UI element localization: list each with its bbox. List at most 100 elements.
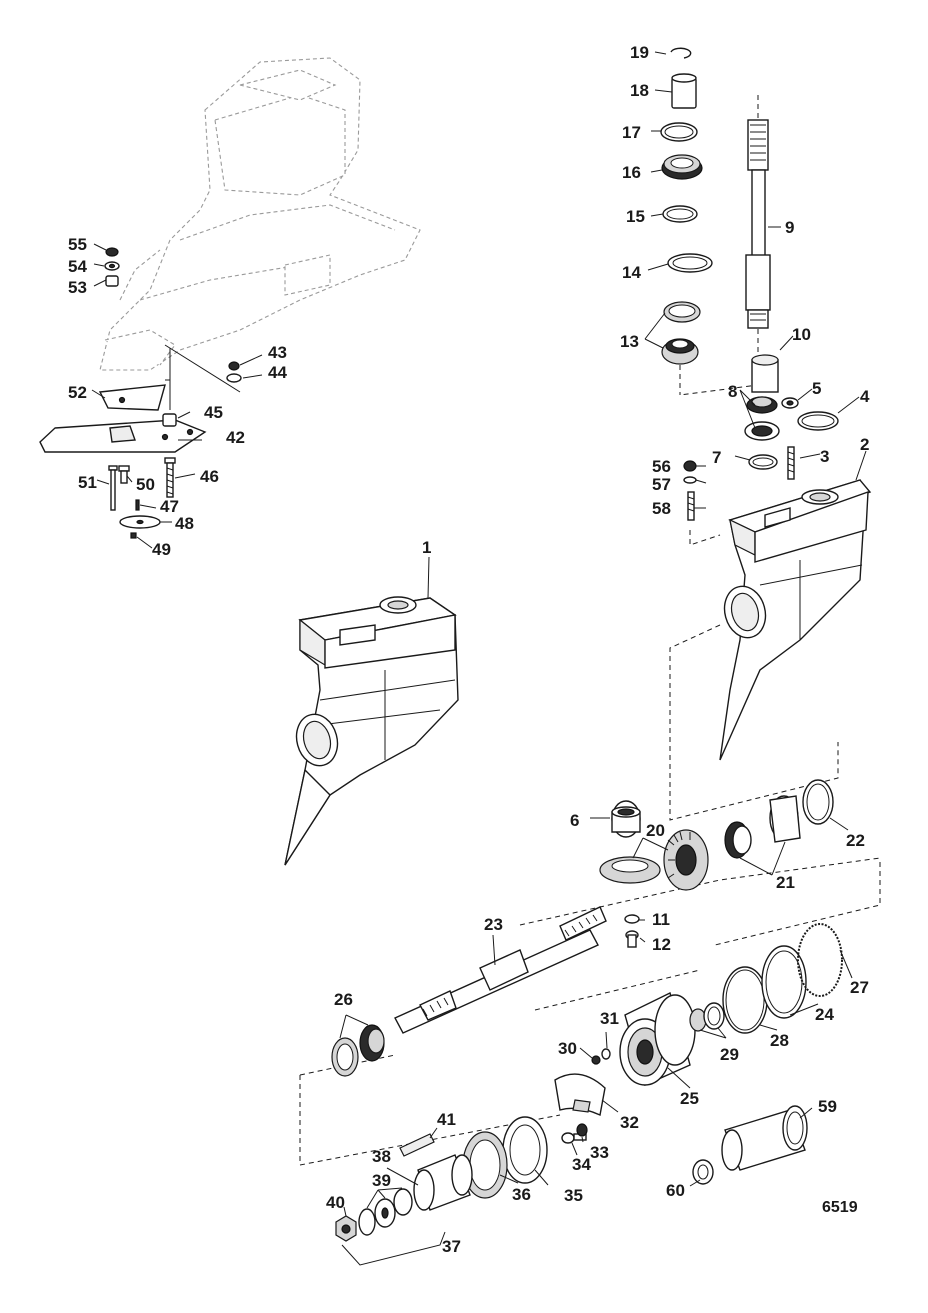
- retaining-ring-19: [670, 47, 692, 59]
- o-ring-4: [797, 411, 839, 431]
- callout-47: 47: [160, 497, 179, 516]
- ring-15: [662, 205, 698, 223]
- shim-14: [667, 253, 713, 273]
- bearing-race-21: [769, 795, 801, 843]
- callout-58: 58: [652, 499, 671, 518]
- bearing-cup-20: [599, 856, 661, 884]
- callout-53: 53: [68, 278, 87, 297]
- callout-6: 6: [570, 811, 579, 830]
- washer-60: [692, 1159, 714, 1185]
- callout-44: 44: [268, 363, 287, 382]
- callout-33: 33: [590, 1143, 609, 1162]
- washer-33: [576, 1123, 588, 1137]
- callout-4: 4: [860, 387, 870, 406]
- driveshaft-housing-phantom: [99, 57, 421, 371]
- washers-39: [358, 1188, 413, 1236]
- callout-51: 51: [78, 473, 97, 492]
- callout-45: 45: [204, 403, 223, 422]
- callout-21: 21: [776, 873, 795, 892]
- bolt-51: [108, 465, 118, 511]
- bolt-34: [561, 1132, 587, 1144]
- callout-3: 3: [820, 447, 829, 466]
- callout-26: 26: [334, 990, 353, 1009]
- sleeve-38: [413, 1154, 473, 1211]
- callout-2: 2: [860, 435, 869, 454]
- screw-30: [591, 1055, 601, 1065]
- callout-15: 15: [626, 207, 645, 226]
- callout-13: 13: [620, 332, 639, 351]
- pinion-gear-8: [744, 396, 780, 441]
- callout-59: 59: [818, 1097, 837, 1116]
- callout-10: 10: [792, 325, 811, 344]
- callout-8: 8: [728, 382, 737, 401]
- callout-37: 37: [442, 1237, 461, 1256]
- figure-id: 6519: [822, 1199, 858, 1216]
- callout-labels: 1 2 3 4 5 6 7 8 9 10 11 12 13 14 15 16 1…: [68, 43, 870, 1256]
- washer-31: [601, 1048, 611, 1060]
- bearing-21: [724, 821, 752, 859]
- bearing-cup-16: [661, 154, 703, 180]
- callout-49: 49: [152, 540, 171, 559]
- tapered-bearing-13: [661, 301, 701, 365]
- callout-17: 17: [622, 123, 641, 142]
- washer-48: [119, 515, 161, 529]
- callout-14: 14: [622, 263, 641, 282]
- driveshaft-9: [745, 119, 771, 329]
- shim-22: [802, 779, 834, 825]
- stud-58: [687, 491, 695, 521]
- callout-55: 55: [68, 235, 87, 254]
- sleeve-59: [721, 1105, 808, 1171]
- ring-7: [748, 454, 778, 470]
- callout-60: 60: [666, 1181, 685, 1200]
- callout-57: 57: [652, 475, 671, 494]
- callout-9: 9: [785, 218, 794, 237]
- leader-lines: [91, 51, 867, 1266]
- callout-11: 11: [652, 910, 670, 929]
- seal-ring-27: [797, 923, 843, 997]
- gear-housing-2: [719, 479, 872, 761]
- ring-17: [660, 122, 698, 142]
- ring-24: [761, 945, 807, 1019]
- o-ring-28: [722, 966, 768, 1034]
- screw-50: [118, 465, 130, 484]
- spacer-45: [162, 413, 177, 427]
- callout-18: 18: [630, 81, 649, 100]
- bevel-gear-20: [663, 829, 709, 891]
- retainer-32: [554, 1073, 606, 1117]
- tab-washer-35: [502, 1116, 548, 1184]
- callout-16: 16: [622, 163, 641, 182]
- retainer-36: [462, 1131, 508, 1199]
- nut-49: [130, 532, 137, 539]
- callout-7: 7: [712, 448, 721, 467]
- bearing-6: [611, 800, 641, 838]
- callout-30: 30: [558, 1039, 577, 1058]
- callout-36: 36: [512, 1185, 531, 1204]
- callout-52: 52: [68, 383, 87, 402]
- anodic-plate: [39, 419, 207, 453]
- washer-11: [624, 914, 640, 924]
- callout-50: 50: [136, 475, 155, 494]
- bushing-18: [671, 73, 697, 109]
- bushing-10: [751, 354, 779, 393]
- callout-27: 27: [850, 978, 869, 997]
- callout-12: 12: [652, 935, 671, 954]
- callout-40: 40: [326, 1193, 345, 1212]
- pin-47: [135, 499, 140, 511]
- callout-1: 1: [422, 538, 431, 557]
- callout-34: 34: [572, 1155, 591, 1174]
- key-41: [399, 1133, 435, 1157]
- nut-5: [781, 397, 799, 409]
- bearing-carrier-25: [619, 992, 696, 1086]
- callout-43: 43: [268, 343, 287, 362]
- callout-24: 24: [815, 1005, 834, 1024]
- screw-12: [625, 930, 639, 948]
- callout-25: 25: [680, 1089, 699, 1108]
- callout-5: 5: [812, 379, 821, 398]
- fastener-43-44: [226, 361, 242, 383]
- tapered-bearing-26: [331, 1024, 385, 1077]
- callout-35: 35: [564, 1186, 583, 1205]
- callout-56: 56: [652, 457, 671, 476]
- callout-38: 38: [372, 1147, 391, 1166]
